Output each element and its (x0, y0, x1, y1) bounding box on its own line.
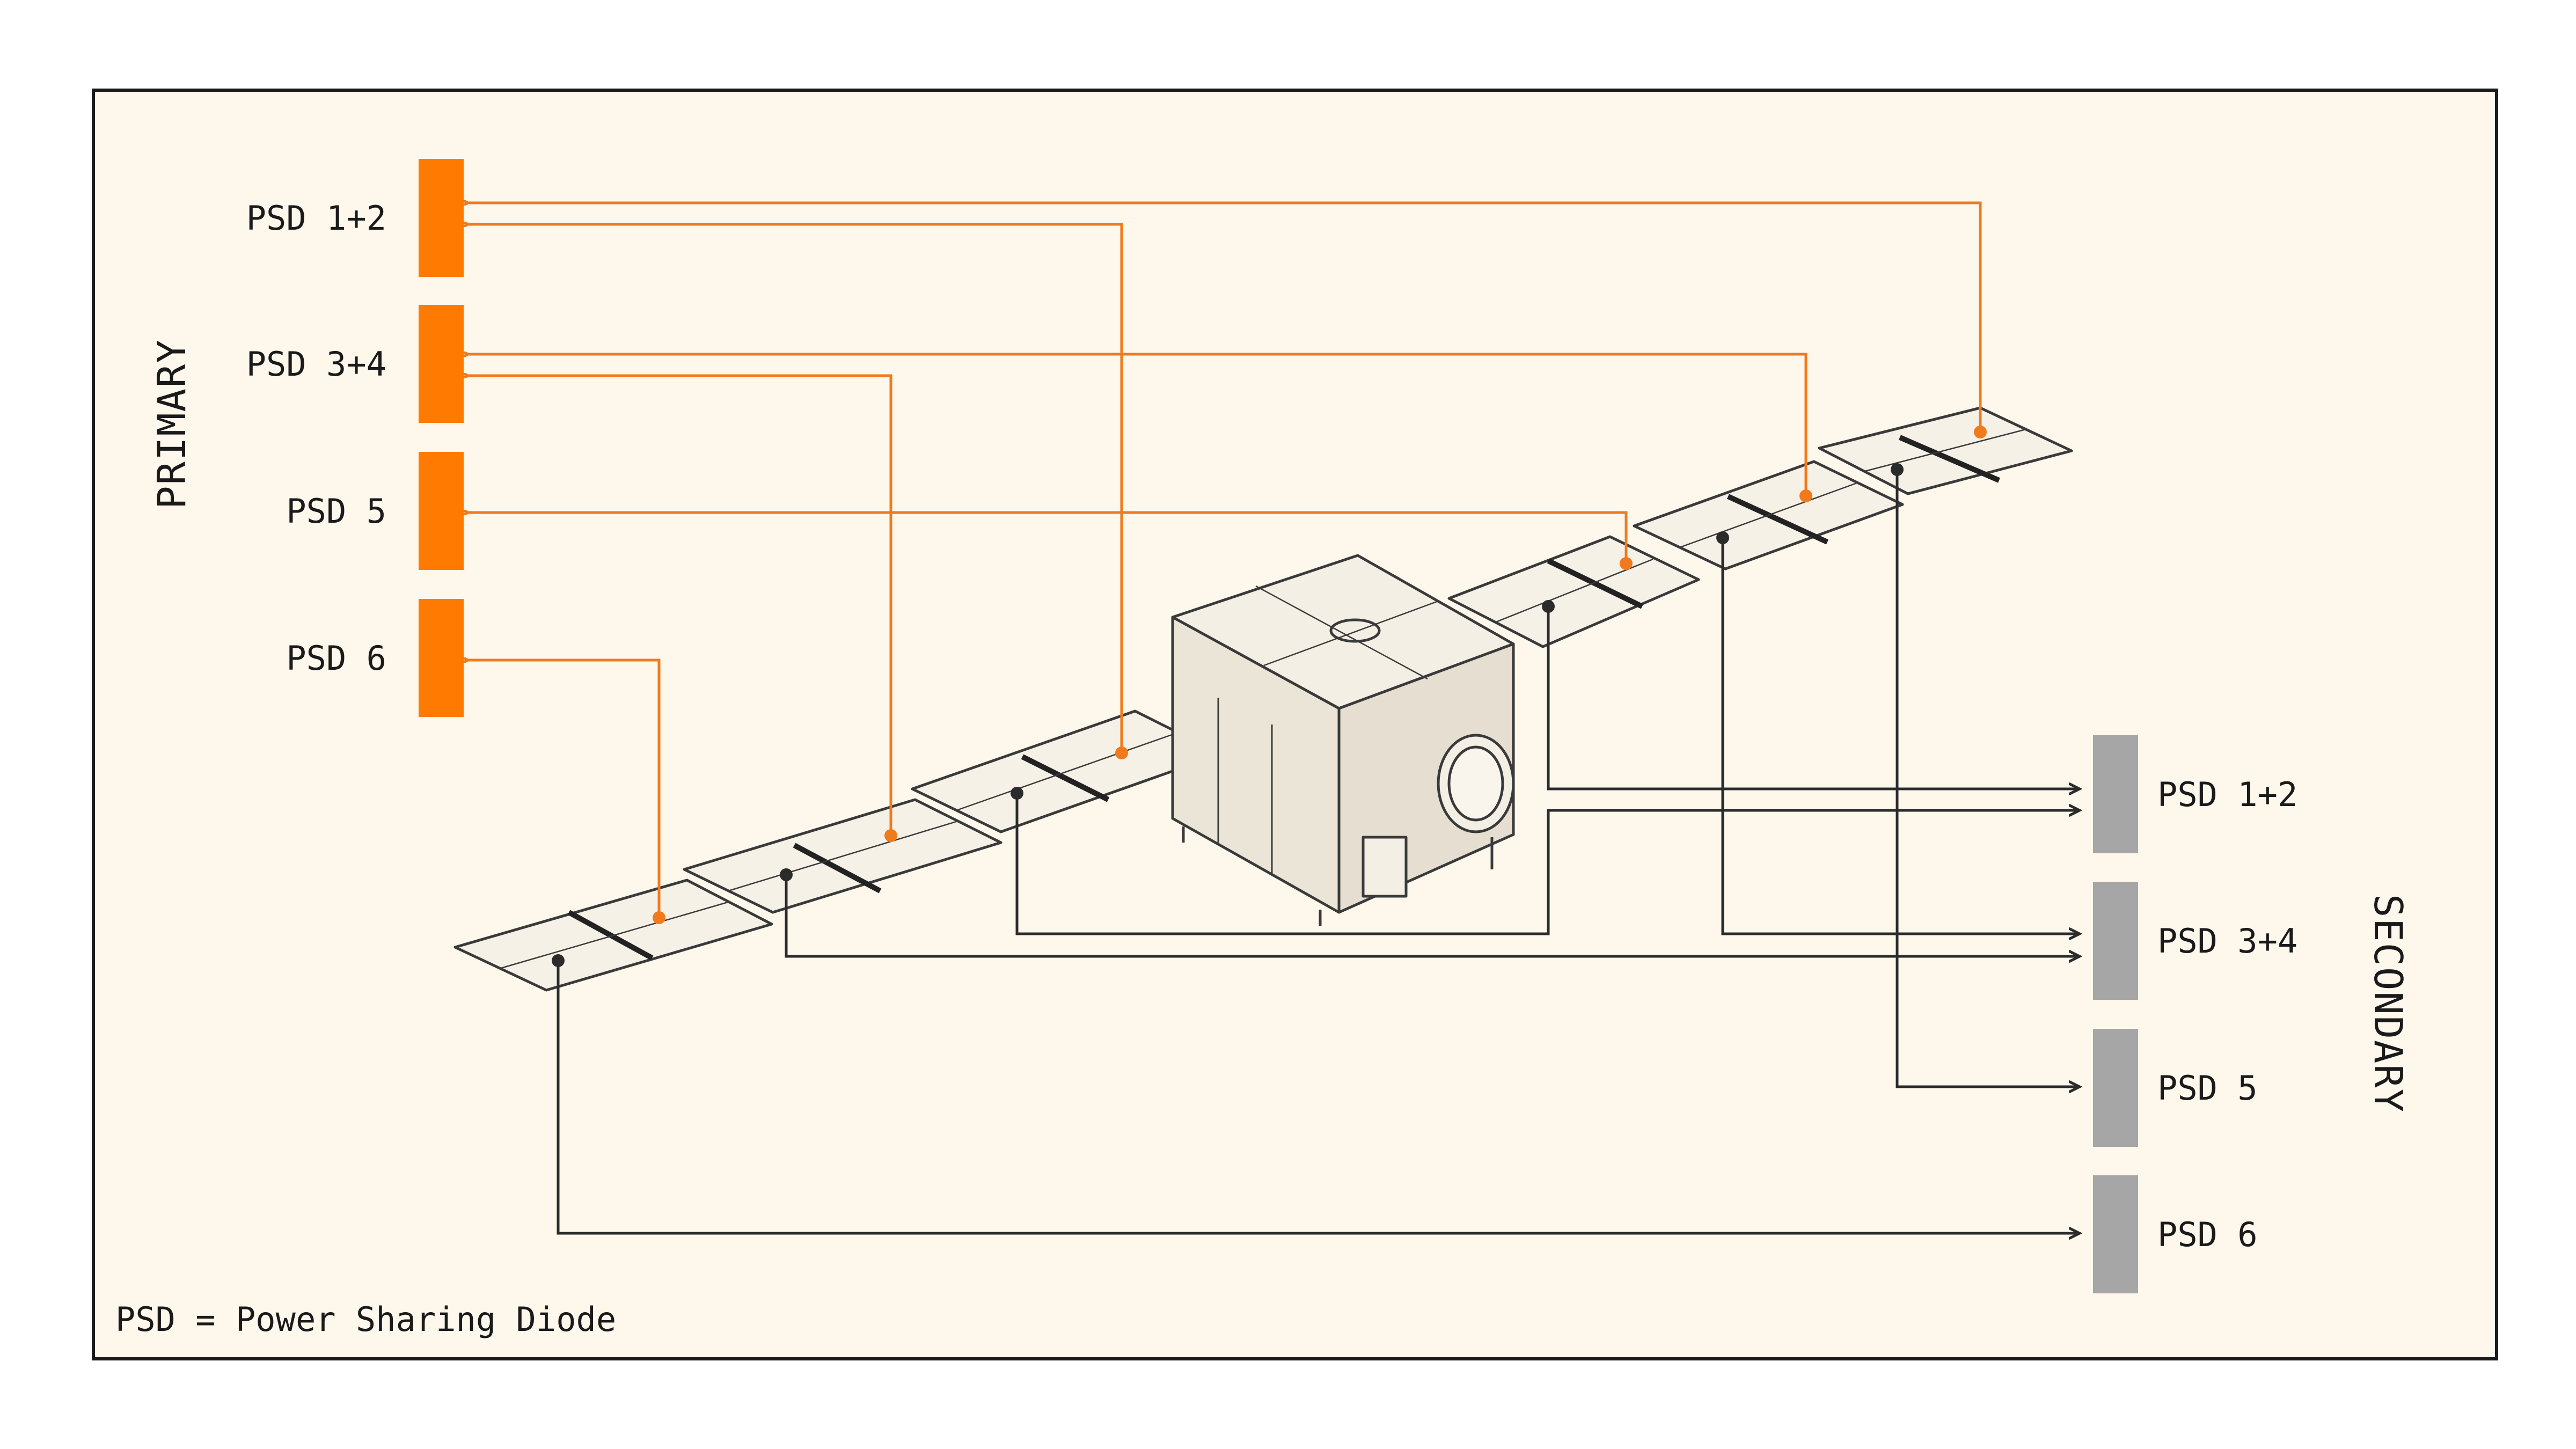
secondary-psd-block (2093, 1175, 2138, 1293)
left-solar-array (453, 709, 1223, 992)
secondary-psd-block (2093, 882, 2138, 1000)
secondary-connection-points (552, 463, 1904, 967)
primary-psd-label: PSD 1+2 (246, 199, 386, 238)
primary-line-2 (467, 224, 1123, 753)
secondary-line-6 (557, 961, 2080, 1233)
primary-connection-points (653, 426, 1987, 924)
primary-psd-block (419, 452, 464, 570)
legend-note: PSD = Power Sharing Diode (115, 1300, 616, 1339)
secondary-psd-label: PSD 5 (2157, 1069, 2258, 1108)
primary-psd-label: PSD 3+4 (246, 345, 386, 384)
secondary-connections (557, 470, 2080, 1233)
satellite-body (1171, 554, 1515, 926)
primary-line-1 (467, 203, 1982, 432)
secondary-line-3 (1721, 538, 2080, 934)
primary-psd-block (419, 159, 464, 277)
primary-line-6 (467, 660, 661, 918)
primary-line-4 (467, 376, 892, 836)
secondary-line-4 (785, 875, 2080, 956)
secondary-psd-block (2093, 1029, 2138, 1147)
secondary-psd-label: PSD 3+4 (2157, 921, 2297, 961)
secondary-psd-label: PSD 1+2 (2157, 775, 2297, 814)
satellite-illustration (453, 406, 2073, 992)
primary-connections (467, 203, 1982, 918)
primary-psd-block (419, 599, 464, 717)
secondary-line-2 (1015, 793, 2080, 935)
primary-psd-label: PSD 5 (286, 492, 386, 531)
primary-psd-label: PSD 6 (286, 639, 386, 678)
secondary-title: SECONDARY (2366, 894, 2411, 1113)
secondary-psd-label: PSD 6 (2157, 1215, 2258, 1254)
secondary-line-1 (1547, 606, 2080, 789)
primary-title: PRIMARY (149, 339, 194, 509)
right-solar-array (1447, 406, 2073, 648)
primary-psd-block (419, 305, 464, 423)
secondary-psd-block (2093, 735, 2138, 853)
secondary-line-5 (1896, 470, 2080, 1087)
primary-line-3 (467, 354, 1807, 496)
primary-line-5 (467, 513, 1628, 564)
